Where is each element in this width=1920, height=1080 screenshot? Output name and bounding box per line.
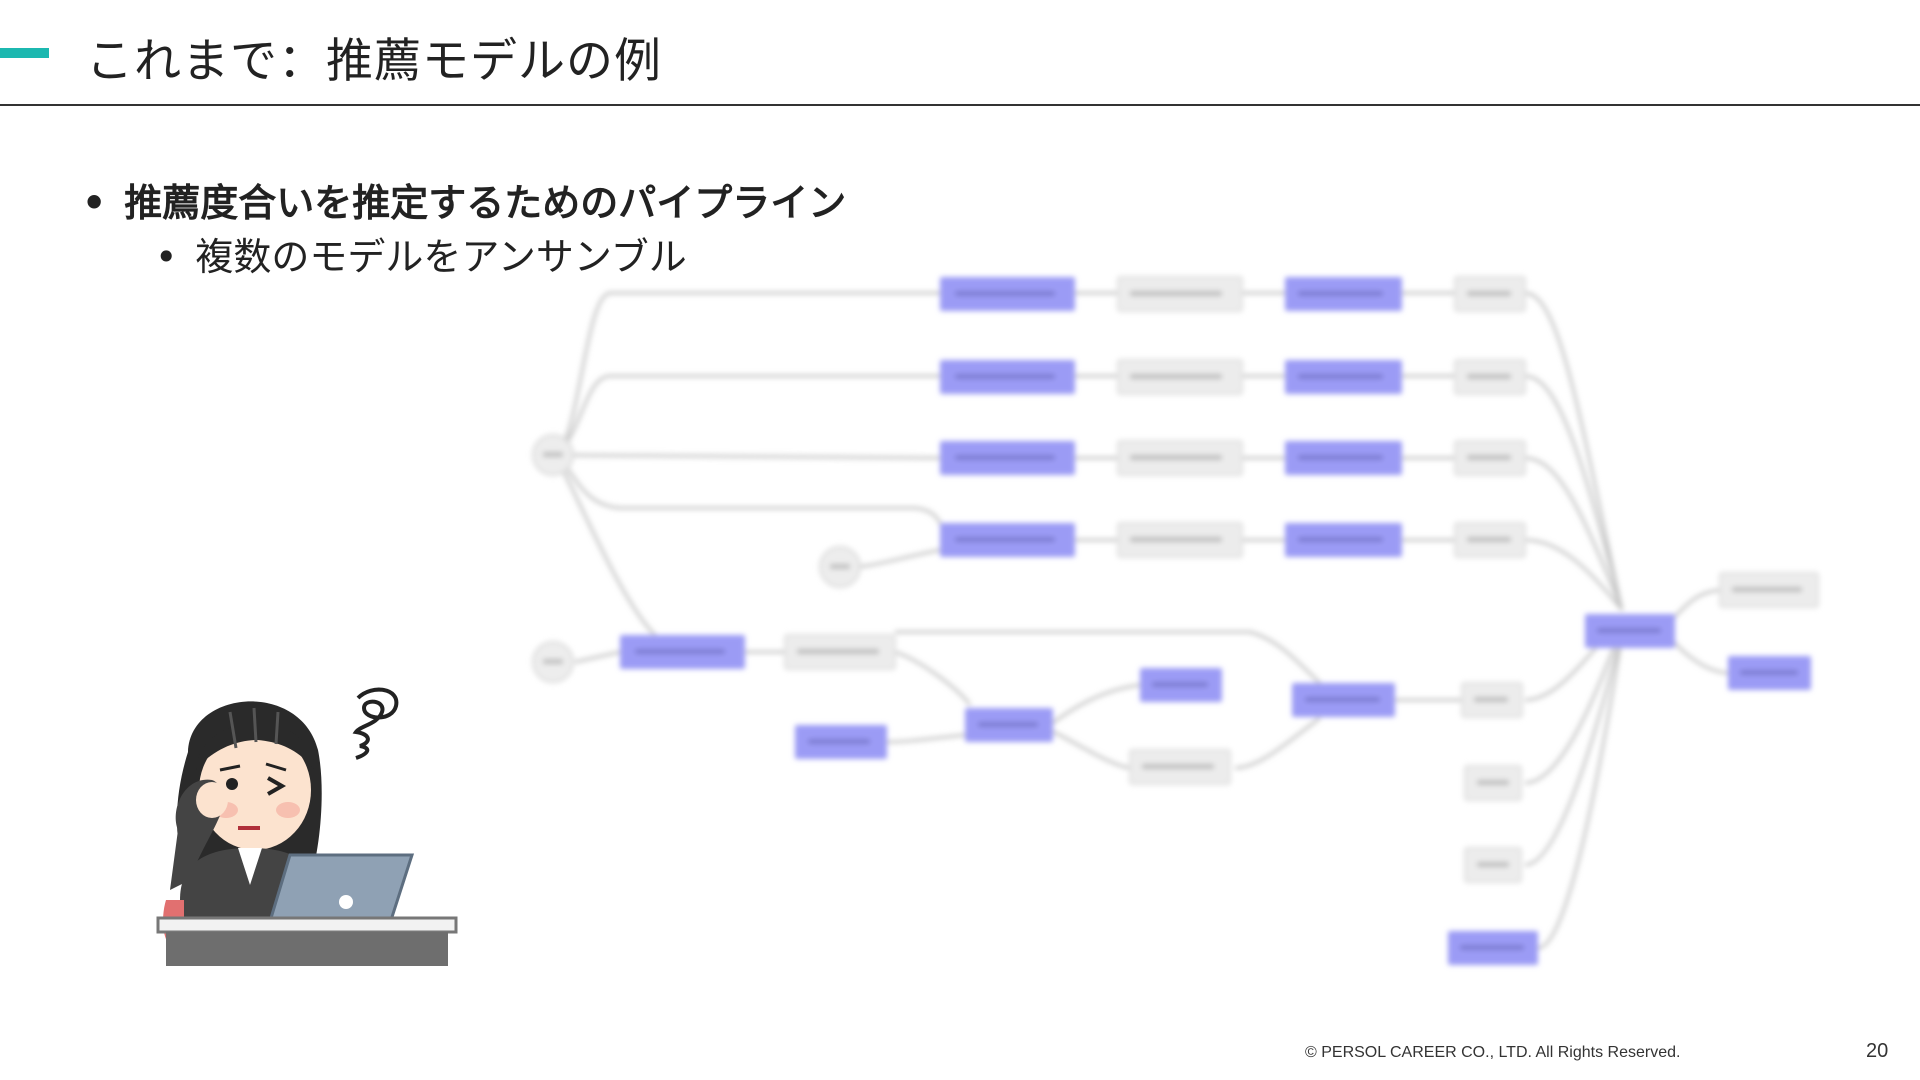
pipeline-edges xyxy=(553,291,1729,950)
title-divider xyxy=(0,104,1920,106)
pipeline-diagram-blurred xyxy=(532,276,1819,965)
title-accent-bar xyxy=(0,48,49,58)
bullet-text: 推薦度合いを推定するためのパイプライン xyxy=(124,181,847,225)
pipeline-node-label-marks xyxy=(635,291,1798,950)
bullet-text: 複数のモデルをアンサンブル xyxy=(195,235,687,279)
bullet-marker: • xyxy=(82,181,107,225)
confused-businesswoman-icon xyxy=(156,687,458,966)
pipeline-step-label-marks xyxy=(543,291,1802,867)
page-number: 20 xyxy=(1866,1040,1889,1062)
bullet-marker: • xyxy=(155,235,178,279)
hair-stripes xyxy=(228,707,280,749)
confusion-swirl-icon xyxy=(352,687,399,760)
copyright-footer: © PERSOL CAREER CO., LTD. All Rights Res… xyxy=(1305,1044,1681,1061)
slide-title: これまで：推薦モデルの例 xyxy=(86,34,662,89)
bullet-item-ensemble: • 複数のモデルをアンサンブル xyxy=(155,226,687,281)
pipeline-model-nodes xyxy=(620,277,1811,965)
bullet-item-pipeline: • 推薦度合いを推定するためのパイプライン xyxy=(82,172,846,227)
